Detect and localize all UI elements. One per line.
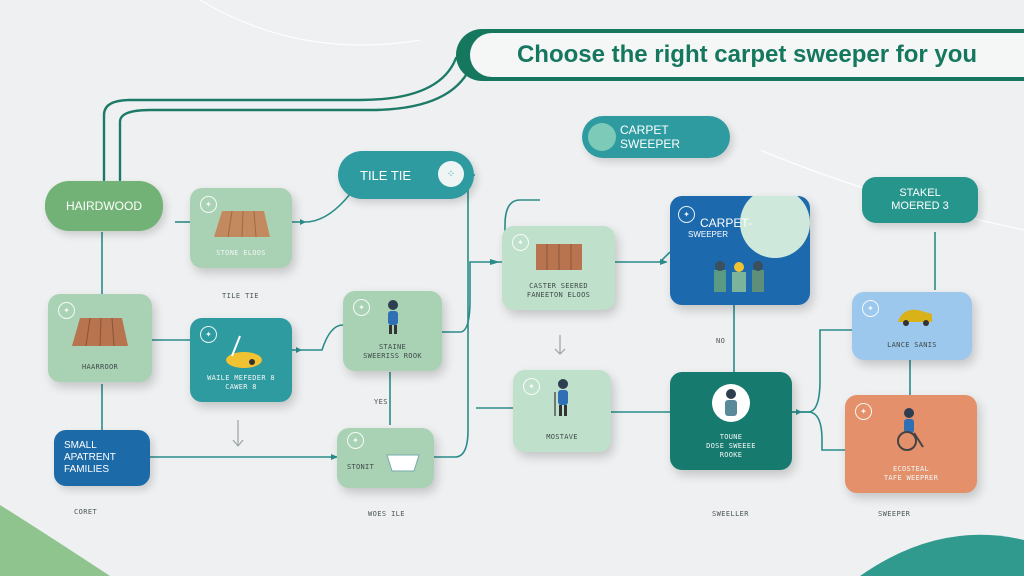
node-hardwood-caption: HAARROOR — [81, 363, 119, 371]
node-stonit-caption: STONIT — [347, 462, 375, 471]
badge-icon: ✦ — [523, 378, 540, 395]
title-banner: Choose the right carpet sweeper for you — [470, 33, 1024, 77]
pill-hardwood-label: HAIRDWOOD — [66, 199, 142, 213]
pill-tile-label: TILE TIE — [360, 167, 412, 183]
footer-label-coret: CORET — [74, 508, 98, 516]
pill-small-line1: SMALL — [64, 440, 97, 451]
pill-hardwood[interactable]: HAIRDWOOD — [45, 181, 163, 231]
node-caster-caption-1: CASTER SEERED — [529, 282, 588, 290]
node-stone-floors-caption: STONE ELOOS — [216, 249, 266, 257]
pill-carpet-line2: SWEEPER — [620, 137, 681, 151]
node-staine-caption-1: STAINE — [378, 343, 407, 351]
edge-label-tile: TILE TIE — [222, 292, 259, 300]
node-hardwood[interactable]: ✦ HAARROOR — [48, 294, 152, 382]
badge-icon: ✦ — [58, 302, 75, 319]
node-toune-caption-1: TOUNE — [719, 433, 743, 441]
node-stonit[interactable]: ✦ STONIT — [337, 428, 434, 488]
sweeper-machine-icon — [898, 309, 932, 326]
badge-icon: ✦ — [200, 326, 217, 343]
node-ecosteal-caption-2: TAFE WEEPRER — [883, 474, 939, 482]
node-mostave-caption: MOSTAVE — [546, 433, 578, 441]
node-stone-floors[interactable]: ✦ STONE ELOOS — [190, 188, 292, 268]
person-icon — [554, 379, 568, 416]
node-vacuum-caption-1: WAILE MEFEDER 8 — [207, 374, 275, 382]
footer-label-sweeller: SWEELLER — [712, 510, 749, 518]
badge-icon: ✦ — [678, 206, 695, 223]
pill-small-apartment[interactable]: SMALL APATRENT FAMILIES — [54, 430, 150, 486]
node-lance-caption: LANCE SANIS — [887, 341, 937, 349]
pill-stakel-line2: MOERED 3 — [891, 200, 949, 212]
node-staine-caption-2: SWEERISS ROOK — [363, 352, 422, 360]
people-group-icon — [714, 261, 764, 292]
edge-label-yes: YES — [374, 398, 388, 406]
node-ecosteal-caption-1: ECOSTEAL — [892, 465, 930, 473]
badge-icon: ✦ — [512, 234, 529, 251]
page-title: Choose the right carpet sweeper for you — [516, 41, 978, 68]
badge-icon: ✦ — [347, 432, 364, 449]
edge-label-no: NO — [716, 337, 726, 345]
pill-carpet-sweeper[interactable]: CARPET SWEEPER — [582, 116, 730, 158]
node-ecosteal[interactable]: ✦ ECOSTEAL TAFE WEEPRER — [845, 395, 977, 493]
pill-stakel[interactable]: STAKEL MOERED 3 — [862, 177, 978, 223]
circle-icon — [740, 196, 810, 258]
node-carpet-sweeper[interactable]: ✦ CARPET- SWEEPER — [670, 196, 810, 305]
node-toune[interactable]: TOUNE DOSE SWEEEE ROOKE — [670, 372, 792, 470]
node-staine[interactable]: ✦ STAINE SWEERISS ROOK — [343, 291, 442, 371]
node-vacuum[interactable]: ✦ WAILE MEFEDER 8 CAWER 8 — [190, 318, 292, 402]
wood-floor-icon — [536, 244, 582, 270]
dots-icon: ⁘ — [438, 161, 464, 187]
node-mostave[interactable]: ✦ MOSTAVE — [513, 370, 611, 452]
person-avatar-icon — [712, 384, 750, 422]
badge-icon: ✦ — [200, 196, 217, 213]
node-lance[interactable]: ✦ LANCE SANIS — [852, 292, 972, 360]
circle-icon — [588, 123, 616, 151]
pill-small-line3: FAMILIES — [64, 464, 110, 475]
wood-floor-icon — [214, 211, 270, 237]
node-caster[interactable]: ✦ CASTER SEERED FANEETON ELOOS — [502, 226, 615, 310]
wood-floor-icon — [72, 318, 128, 346]
node-vacuum-caption-2: CAWER 8 — [225, 383, 257, 391]
corner-blob-right — [860, 534, 1024, 576]
node-carpet-line2: SWEEPER — [688, 230, 729, 239]
person-icon — [388, 300, 398, 334]
wheelchair-person-icon — [897, 408, 924, 451]
badge-icon: ✦ — [855, 403, 872, 420]
footer-label-woes: WOES ILE — [368, 510, 405, 518]
footer-label-sweeper: SWEEPER — [878, 510, 911, 518]
node-toune-caption-2: DOSE SWEEEE — [706, 442, 756, 450]
node-toune-caption-3: ROOKE — [719, 451, 743, 459]
pill-stakel-line1: STAKEL — [899, 187, 941, 199]
node-caster-caption-2: FANEETON ELOOS — [526, 291, 591, 299]
vacuum-icon — [226, 335, 262, 368]
pill-carpet-line1: CARPET — [620, 123, 669, 137]
pill-small-line2: APATRENT — [64, 452, 116, 463]
badge-icon: ✦ — [353, 299, 370, 316]
tray-icon — [386, 454, 420, 472]
pill-tile[interactable]: TILE TIE ⁘ — [338, 151, 474, 199]
node-carpet-line1: CARPET- — [700, 216, 753, 230]
corner-blob-left — [0, 505, 110, 576]
badge-icon: ✦ — [862, 300, 879, 317]
